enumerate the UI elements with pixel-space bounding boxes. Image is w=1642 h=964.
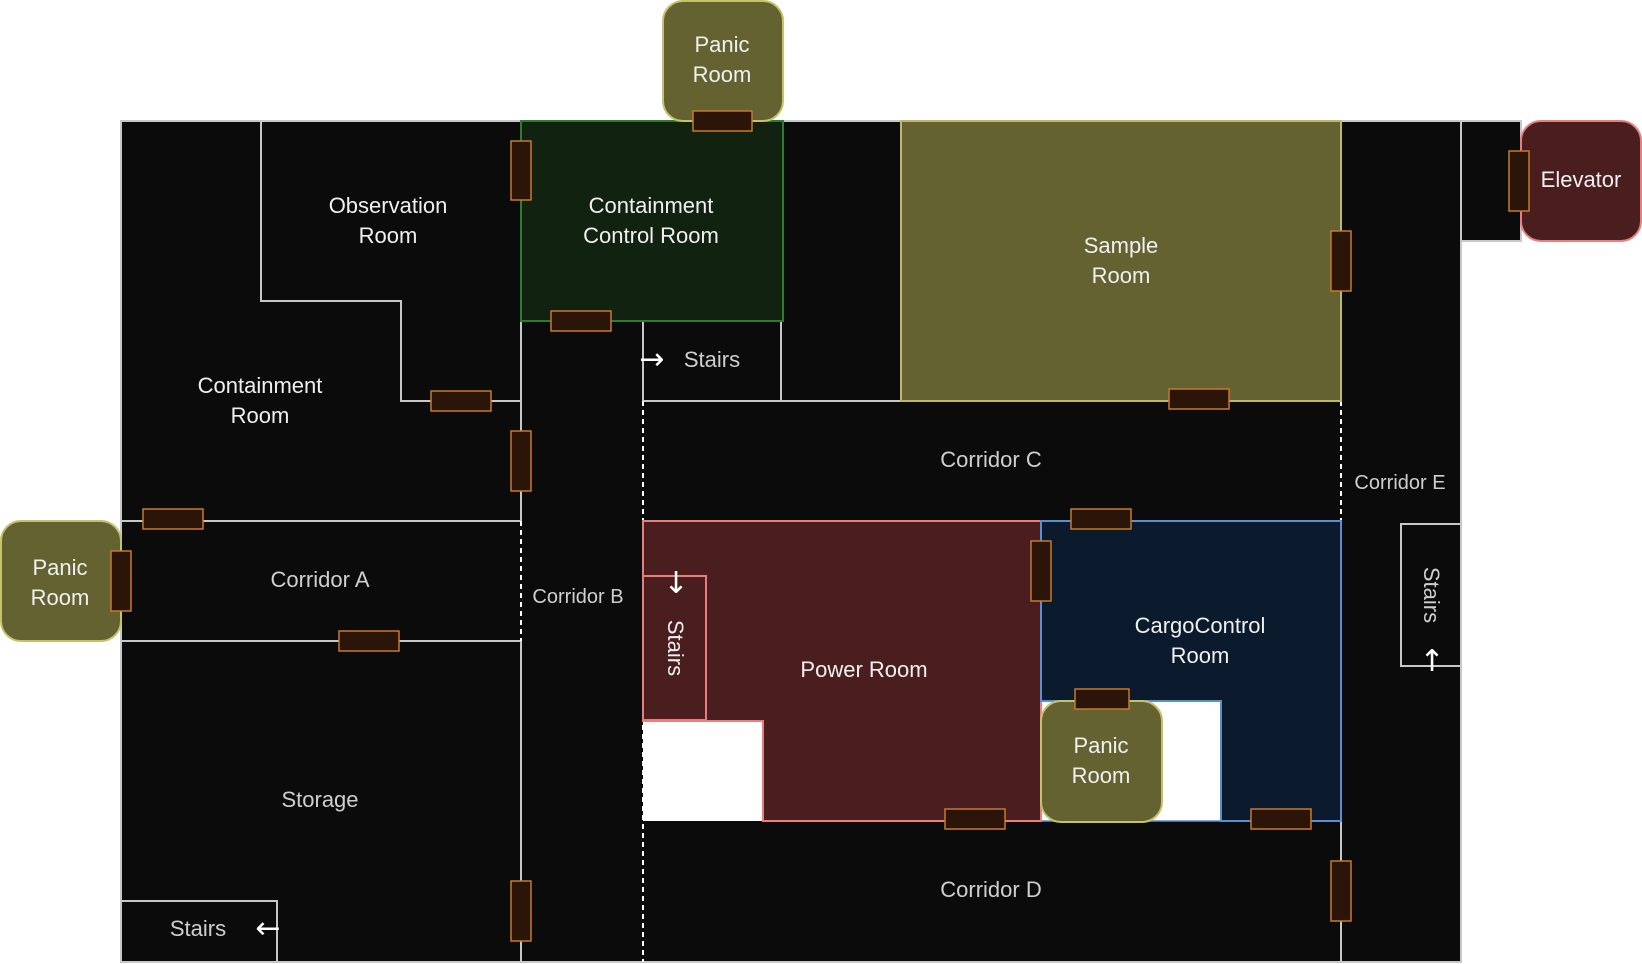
- corridor-e-label: Corridor E: [1354, 472, 1446, 494]
- corridor-d-label: Corridor D: [940, 877, 1042, 902]
- elevator-label: Elevator: [1540, 167, 1622, 192]
- door: [1074, 688, 1130, 710]
- arrow-right-icon: →: [639, 342, 665, 377]
- containment-room-label: Containment Room: [197, 373, 323, 428]
- corridor-b-label: Corridor B: [532, 586, 624, 608]
- power-room-label: Power Room: [800, 657, 928, 682]
- stairs-power-label: Stairs: [663, 619, 688, 677]
- door: [692, 110, 753, 132]
- arrow-down-icon: ↓: [663, 566, 689, 601]
- arrow-left-icon: ←: [255, 911, 281, 946]
- arrow-up-icon: ↑: [1419, 644, 1445, 679]
- door: [1070, 508, 1132, 530]
- cargo-control-room-label: CargoControl Room: [1134, 613, 1266, 668]
- storage-label: Storage: [281, 787, 359, 812]
- stairs-right-label: Stairs: [1419, 566, 1444, 624]
- stairs-top-wall: [642, 321, 782, 402]
- void-power-southwest: [643, 721, 763, 821]
- door: [1030, 540, 1052, 602]
- observation-room-label: Observation Room: [328, 193, 448, 248]
- containment-control-room: [520, 120, 784, 322]
- sample-room-label: Sample Room: [1083, 233, 1159, 288]
- panic-room-top-label: Panic Room: [692, 32, 752, 87]
- door: [510, 880, 532, 942]
- corridor-a-label: Corridor A: [270, 567, 370, 592]
- door: [1508, 150, 1530, 212]
- door: [1250, 808, 1312, 830]
- panic-room-left-label: Panic Room: [30, 555, 90, 610]
- stairs-power-box: [642, 575, 707, 721]
- door: [944, 808, 1006, 830]
- door: [430, 390, 492, 412]
- stairs-bottom-left-wall: [121, 900, 278, 962]
- cargo-control-room: [1040, 520, 1342, 822]
- containment-control-room-label: Containment Control Room: [583, 193, 719, 248]
- door: [1330, 230, 1352, 292]
- door: [1330, 860, 1352, 922]
- door: [110, 550, 132, 612]
- stairs-top-label: Stairs: [683, 347, 741, 372]
- door: [338, 630, 400, 652]
- panic-room-bottom-label: Panic Room: [1071, 733, 1131, 788]
- corridor-c-label: Corridor C: [940, 447, 1042, 472]
- door: [510, 430, 532, 492]
- stairs-bottom-left-label: Stairs: [169, 916, 227, 941]
- stairs-right-wall: [1400, 523, 1461, 667]
- door: [510, 140, 532, 201]
- sample-room: [900, 120, 1342, 402]
- door: [550, 310, 612, 332]
- door: [1168, 388, 1230, 410]
- door: [142, 508, 204, 530]
